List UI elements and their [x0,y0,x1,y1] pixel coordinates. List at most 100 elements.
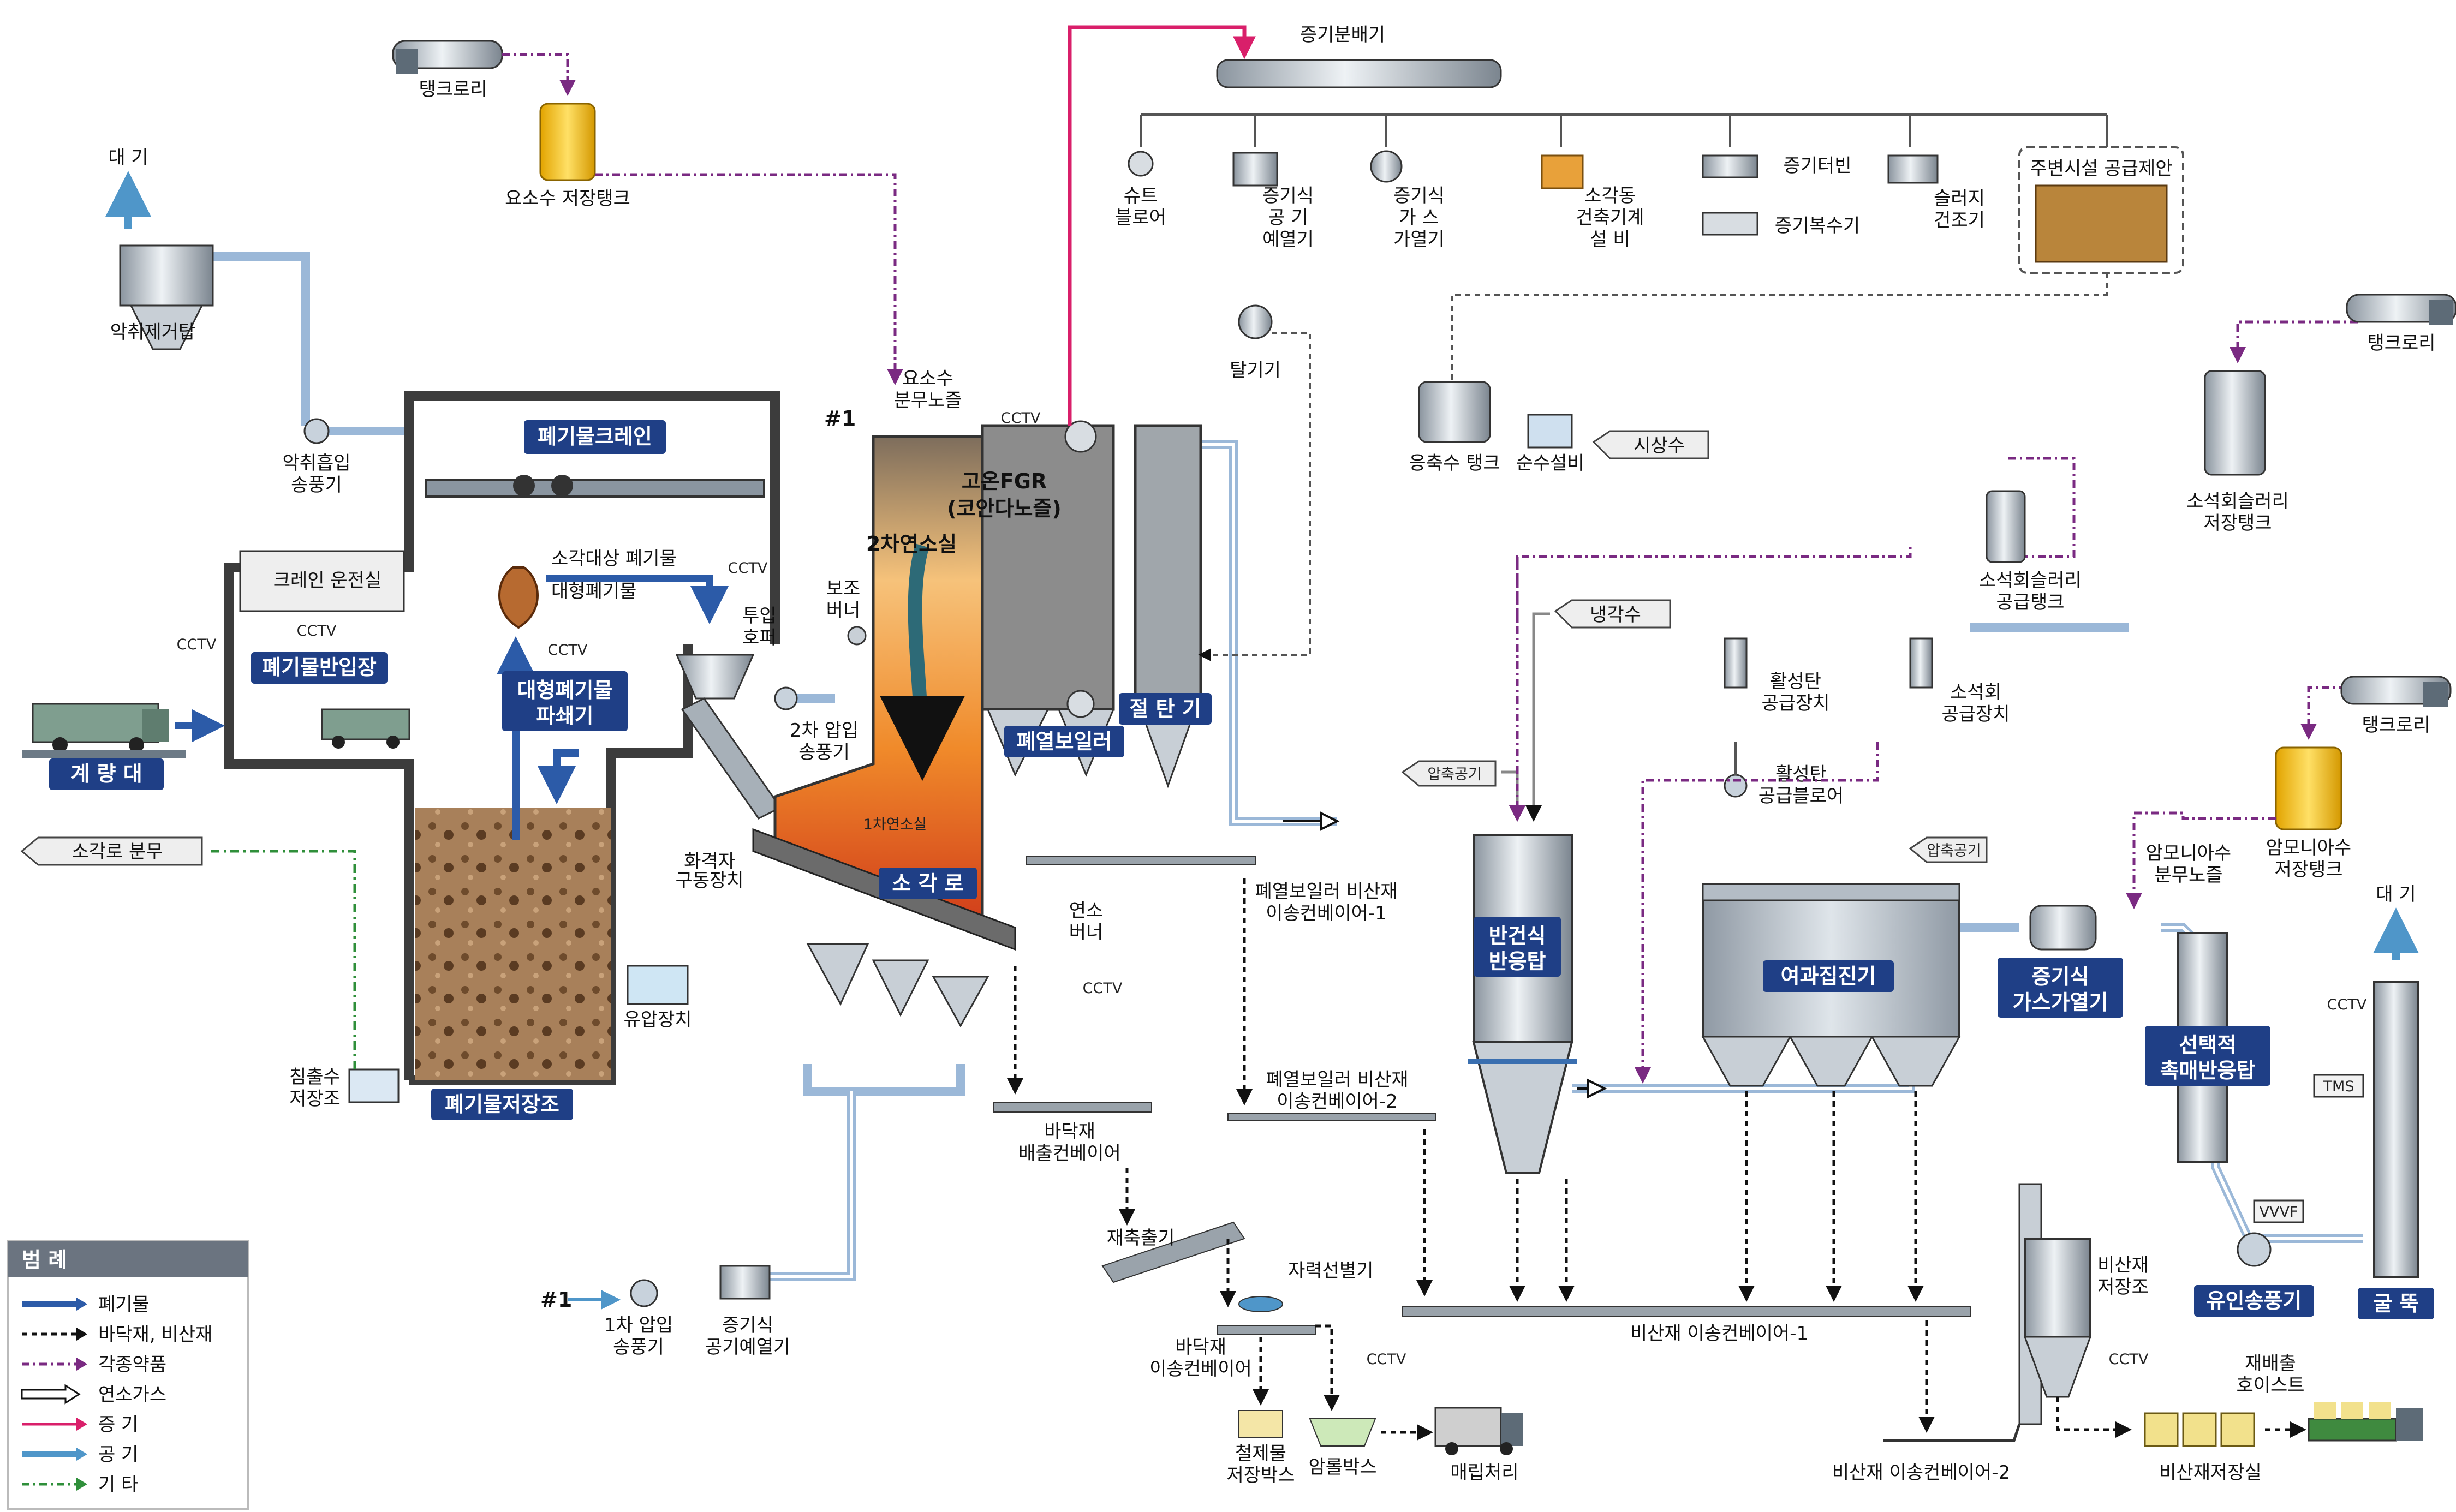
bottom-trans-conveyor [1217,1325,1316,1335]
ammonia-nozzle-label-2: 분무노즐 [2154,864,2222,886]
slaked-supply-tank [1986,490,2026,563]
reloader [1101,1221,1245,1283]
second-chamber-label: 2차연소실 [866,532,957,556]
cctv-label-6: CCTV [1083,980,1123,997]
feed-hopper [675,654,755,700]
secondary-fan-icon [774,686,798,710]
bag-filter-label: 여과집진기 [1781,964,1876,988]
ammonia-tank [2275,746,2342,830]
compressed-air-tag-1: 압축공기 [1401,760,1497,787]
garbage-truck [32,703,169,752]
flow-compressed-air-1 [1501,770,1525,822]
stack-label: 굴 뚝 [2373,1292,2418,1316]
community-box [2018,146,2184,274]
boiler-conveyor-2 [1227,1113,1436,1121]
legend-label-steam: 증 기 [98,1414,138,1436]
odor-fan-icon [303,418,330,444]
bulky-crusher-label-1: 대형폐기물 [517,678,613,702]
startup-burner-label-2: 버너 [1069,922,1104,943]
semi-dry-tag: 반건식 반응탑 [1474,917,1561,977]
soot-blower-icon [1128,151,1154,177]
legend-label-gas: 연소가스 [98,1384,166,1406]
waste-crane-tag: 폐기물크레인 [524,420,666,454]
waste-pit-tag: 폐기물저장조 [431,1089,573,1120]
boiler-conv2-label-2: 이송컨베이어-2 [1277,1091,1398,1113]
flow-urea-to-nozzle [595,173,903,385]
heating-label-3: 설 비 [1590,229,1630,250]
air-preheater-icon [719,1265,771,1300]
slaked-store-tank [2204,370,2266,476]
boiler-conveyor-1 [1026,856,1256,865]
tms-box [2313,1074,2364,1098]
flow-fly-to-bags [2056,1397,2132,1438]
gas-heater-icon [2029,905,2097,951]
bottom-trans-label-1: 바닥재 [1175,1336,1226,1358]
cooling-water-tag: 냉각수 [1554,599,1671,629]
city-water-tag: 시상수 [1592,430,1709,459]
vvvf-label: VVVF [2260,1204,2298,1221]
steam-air-heater-label-3: 예열기 [1262,229,1314,250]
legend-swatch-gas [21,1384,81,1405]
ash-supply-label-1: 소석회 [1950,682,2001,703]
air-preheater-label-1: 증기식 [722,1314,773,1336]
waste-boiler-tag: 폐열보일러 [1004,726,1124,757]
steam-gas-heater-label-2: 가 스 [1399,207,1439,229]
feed-hopper-label-2: 호퍼 [742,627,777,649]
feed-hopper-label-1: 투입 [742,605,777,627]
bottom-conveyor [993,1102,1152,1113]
furnace-spray-tag: 소각로 분무 [20,836,203,866]
tank-lorry-label-2: 탱크로리 [2367,332,2435,354]
stack-body [2373,981,2419,1278]
odor-vent-label: 대 기 [108,147,148,169]
community-photo [2035,184,2168,263]
primary-fan-label-1: 1차 압입 [604,1314,673,1336]
tms-label: TMS [2323,1078,2354,1095]
hoist-label-2: 호이스트 [2236,1374,2304,1396]
legend-title: 범 례 [22,1248,67,1272]
oil-unit-label: 유압장치 [623,1009,692,1031]
incinerator-tag: 소 각 로 [879,868,977,899]
steam-header-label: 증기분배기 [1300,24,1385,46]
steam-air-heater-label-2: 공 기 [1268,207,1308,229]
steam-header [1216,59,1502,88]
fly-ash-drops [1509,1091,1935,1433]
condenser-icon [1702,212,1758,236]
secondary-fan-label-2: 송풍기 [798,742,850,763]
semi-dry-reactor [1468,834,1577,1174]
id-fan-icon [2237,1232,2272,1267]
weighbridge-label: 계 량 대 [70,762,142,786]
crane-room-label: 크레인 운전실 [273,570,382,591]
steam-air-heater-label-1: 증기식 [1262,185,1314,207]
magnet-icon [1238,1296,1283,1312]
ash-hoppers [806,943,989,1028]
flow-lorry-ammonia [2300,686,2347,740]
aux-burner-label-2: 버너 [826,600,861,621]
turbine-icon [1702,154,1758,178]
stack-tag: 굴 뚝 [2358,1288,2434,1319]
fly-conv1-label: 비산재 이송컨베이어-1 [1630,1323,1808,1344]
legend-label-waste: 폐기물 [98,1294,150,1316]
waste-pit-label: 폐기물저장조 [445,1092,559,1116]
leachate-label-2: 저장조 [289,1088,341,1110]
flow-feedwater [1198,332,1311,661]
flow-steam-main [1068,25,1256,426]
magnet-label: 자력선별기 [1288,1260,1373,1282]
air-duct-network [142,252,2363,1281]
ammonia-tank-label-1: 암모니아수 [2266,837,2351,859]
unload-area-tag: 폐기물반입장 [251,652,388,684]
soot-blower-label-1: 슈트 [1124,185,1158,207]
bulky-crusher-tag: 대형폐기물 파쇄기 [502,671,628,731]
soot-blower-label-2: 블로어 [1115,207,1166,229]
sludge-dryer-label-1: 슬러지 [1934,188,1985,210]
waste-pile [415,808,611,1080]
feed-chute [681,697,782,820]
heating-icon [1541,154,1584,189]
community-label: 주변시설 공급제안 [2030,158,2172,180]
waste-crane-label: 폐기물크레인 [538,425,652,449]
scr-tag: 선택적 촉매반응탑 [2145,1026,2270,1086]
reloader-label: 재축출기 [1106,1227,1175,1249]
condensate-tank [1418,381,1491,443]
tank-lorry-label-1: 탱크로리 [419,79,487,100]
condensate-tank-label: 응축수 탱크 [1409,452,1500,474]
